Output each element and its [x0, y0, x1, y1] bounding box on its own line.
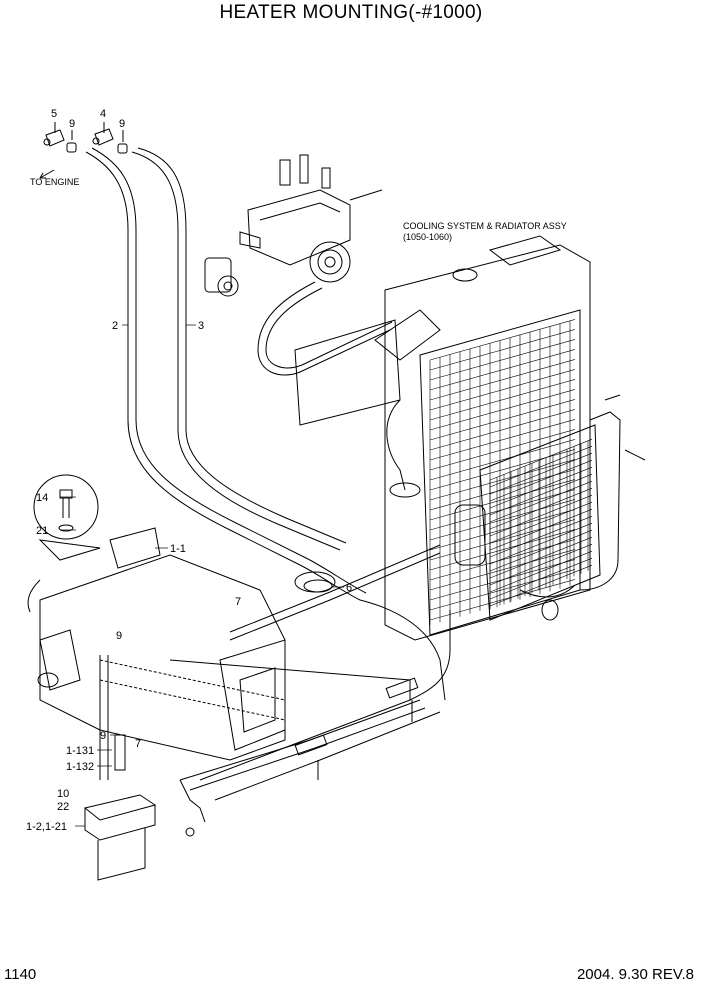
page-title: HEATER MOUNTING(-#1000) — [219, 2, 483, 23]
callout-9-lower: 9 — [100, 730, 106, 742]
compressor-assembly — [204, 154, 393, 376]
callout-21: 21 — [36, 525, 48, 537]
callout-22: 22 — [57, 801, 69, 813]
revision-date: 2004. 9.30 REV.8 — [576, 966, 694, 983]
callout-9-top-right: 9 — [119, 118, 125, 130]
callout-6: 6 — [346, 582, 352, 594]
control-panel — [83, 794, 157, 881]
callout-1-131: 1-131 — [66, 745, 94, 757]
cooling-system-range: (1050-1060) — [403, 232, 452, 242]
callout-9-top-left: 9 — [69, 118, 75, 130]
hose-clamp-6 — [294, 571, 336, 593]
detail-bolt-washer — [33, 474, 101, 561]
lower-refrigerant-lines — [169, 544, 451, 837]
cooling-system-note: COOLING SYSTEM & RADIATOR ASSY — [403, 221, 567, 231]
callout-7-lower: 7 — [135, 738, 141, 750]
callout-7-upper: 7 — [235, 596, 241, 608]
callout-3: 3 — [198, 320, 204, 332]
heater-hose-2 — [85, 147, 367, 601]
callout-14: 14 — [36, 492, 48, 504]
callout-1-2-1-21: 1-2,1-21 — [26, 821, 67, 833]
callout-5: 5 — [51, 108, 57, 120]
to-engine-note: TO ENGINE — [30, 177, 79, 187]
callout-10: 10 — [57, 788, 69, 800]
condenser-core-grid — [489, 438, 593, 610]
callout-2: 2 — [112, 320, 118, 332]
callout-4: 4 — [100, 108, 106, 120]
heater-unit — [27, 527, 286, 780]
callout-1-132: 1-132 — [66, 761, 94, 773]
page-number: 1140 — [4, 966, 37, 983]
callout-9-heater: 9 — [116, 630, 122, 642]
callout-1-1: 1-1 — [170, 543, 186, 555]
leader-lines — [60, 324, 344, 827]
engine-fittings — [39, 122, 128, 179]
radiator-assembly — [294, 235, 646, 641]
heater-hose-3 — [131, 147, 347, 551]
